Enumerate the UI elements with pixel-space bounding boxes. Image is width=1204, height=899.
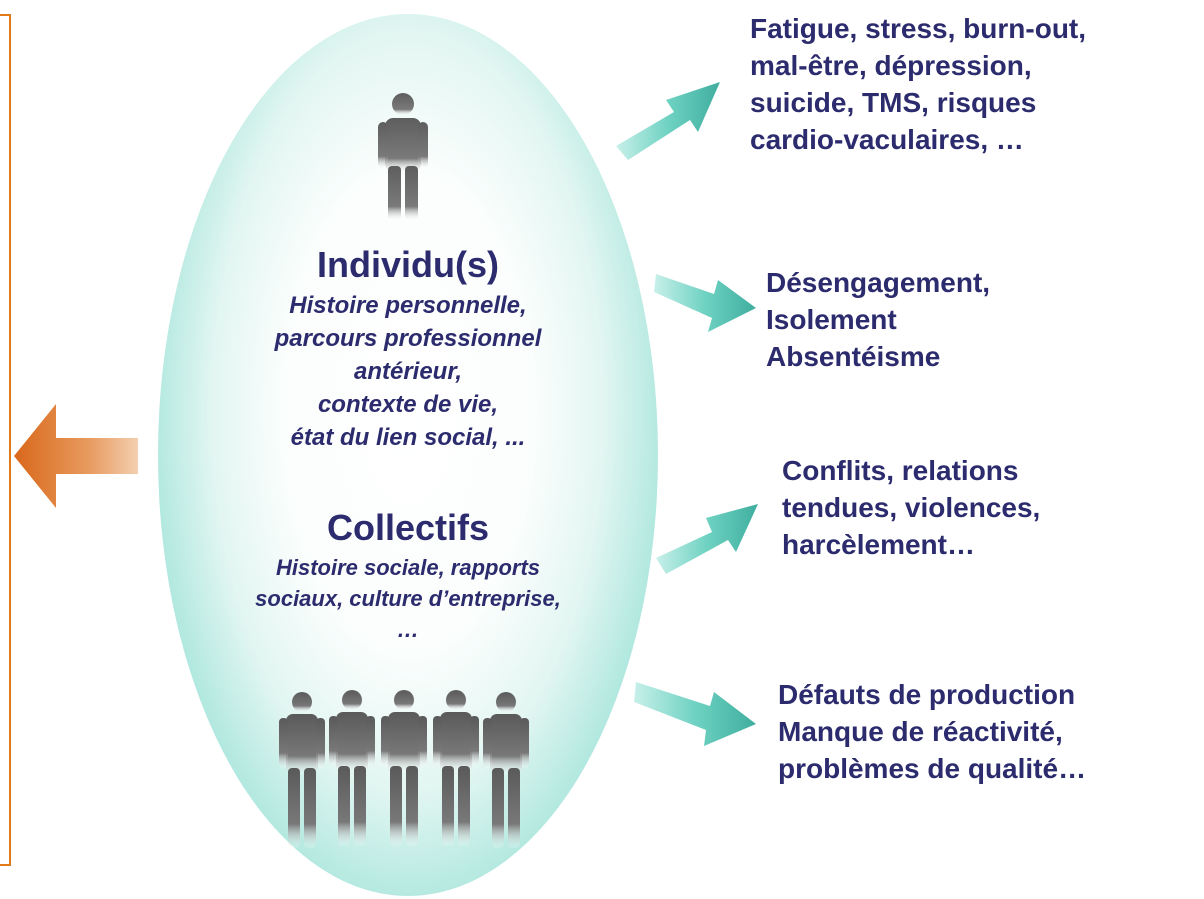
individus-line: parcours professionnel [274,325,542,352]
outcome-line: Absentéisme [766,341,941,372]
collectifs-title: Collectifs [326,507,490,548]
outcome-block-production: Défauts de production Manque de réactivi… [778,676,1086,787]
outcome-block-health: Fatigue, stress, burn-out, mal-être, dép… [750,10,1086,158]
individus-block: Individu(s) Histoire personnelle, parcou… [188,245,628,454]
collectifs-line: Histoire sociale, rapports [275,555,541,580]
outcome-line: problèmes de qualité… [778,753,1087,784]
outcome-line: harcèlement… [782,529,975,560]
collectifs-line: … [397,617,419,642]
teal-arrow-icon [616,82,720,160]
teal-arrow-icon [656,504,758,574]
individus-line: contexte de vie, [317,391,499,418]
outcome-block-relations: Conflits, relations tendues, violences, … [782,452,1040,563]
outcome-line: Isolement [766,304,897,335]
individus-line: antérieur, [353,358,463,385]
individus-line: Histoire personnelle, [289,292,527,319]
outcome-line: Conflits, relations [782,455,1019,486]
left-frame-border [0,14,11,866]
individus-title: Individu(s) [317,244,499,285]
outcome-line: mal-être, dépression, [750,50,1032,81]
outcome-line: Fatigue, stress, burn-out, [750,13,1087,44]
outcome-line: suicide, TMS, risques [750,87,1037,118]
collectifs-line: sociaux, culture d’entreprise, [255,586,561,611]
teal-arrow-icon [654,274,756,332]
collectifs-block: Collectifs Histoire sociale, rapports so… [188,508,628,645]
individus-line: état du lien social, ... [290,424,526,451]
outcome-line: tendues, violences, [782,492,1041,523]
teal-arrow-icon [634,682,756,746]
outcome-line: Manque de réactivité, [778,716,1063,747]
outcome-line: Défauts de production [778,679,1076,710]
group-of-people-icon [279,690,529,848]
outcome-line: Désengagement, [766,267,991,298]
person-icon [378,93,428,220]
orange-left-arrow-icon [14,404,138,508]
outcome-block-engagement: Désengagement, Isolement Absentéisme [766,264,990,375]
outcome-line: cardio-vaculaires, … [750,124,1024,155]
